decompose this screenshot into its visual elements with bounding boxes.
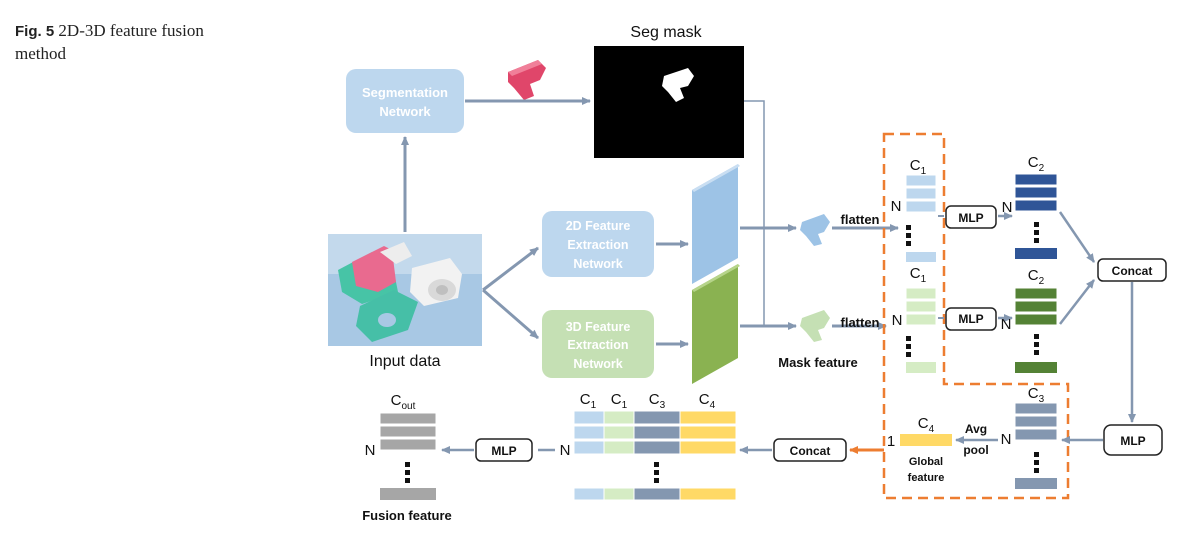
mlp-label-right: MLP — [1120, 434, 1145, 448]
seg-mask-shape — [662, 68, 694, 102]
one-label-global: 1 — [887, 433, 895, 450]
seg-mask-image — [594, 46, 744, 158]
fusion-feature-label: Fusion feature — [362, 508, 452, 523]
feature2d-network-label-1: 2D Feature — [566, 219, 631, 233]
orange-dashed-region — [882, 132, 1070, 500]
fused-matrix — [573, 410, 737, 501]
avg-pool-label-2: pool — [963, 443, 988, 457]
seg-mask-title: Seg mask — [630, 24, 702, 41]
segmentation-network-box — [346, 69, 464, 133]
segmentation-network-label-2: Network — [379, 104, 431, 119]
figure-caption-text: 2D-3D feature fusion method — [15, 21, 204, 63]
c2-green-label: C2 — [1028, 267, 1045, 287]
n-label-c1-blue: N — [891, 198, 902, 215]
mlp-box-upper-2d — [945, 205, 997, 229]
c1-blue-label: C1 — [910, 157, 927, 177]
avg-pool-label-1: Avg — [965, 422, 987, 436]
n-label-c1-green: N — [892, 312, 903, 329]
concat-box-right — [1097, 258, 1167, 282]
arrow-c2-blue-to-concat — [1058, 211, 1096, 263]
feature3d-network-label-1: 3D Feature — [566, 320, 631, 334]
feature2d-network-label-2: Extraction — [567, 238, 628, 252]
feature3d-network-label-2: Extraction — [567, 338, 628, 352]
mlp-label-bottom: MLP — [491, 444, 516, 458]
feature2d-network-box — [542, 211, 654, 277]
arrow-input-to-3d — [482, 288, 539, 340]
c2-blue-stack — [1014, 173, 1058, 259]
mask-feature-icon-2d — [800, 214, 830, 246]
segmentation-network-label-1: Segmentation — [362, 85, 448, 100]
arrow-c2-green-to-concat — [1059, 279, 1095, 325]
c1-green-stack — [905, 287, 937, 373]
input-data-image — [328, 234, 482, 346]
mlp-label-upper-2d: MLP — [958, 211, 983, 225]
feature3d-network-box — [542, 310, 654, 378]
mlp-label-upper-3d: MLP — [958, 312, 983, 326]
c4-label-global: C4 — [918, 415, 935, 435]
n-label-c3: N — [1001, 431, 1012, 448]
mask-feature-icon-3d — [800, 310, 830, 342]
flatten-label-3d: flatten — [841, 315, 880, 330]
input-data-label: Input data — [369, 353, 440, 370]
c2-blue-label: C2 — [1028, 154, 1045, 174]
concat-label-bottom: Concat — [790, 444, 831, 458]
n-label-c2-blue: N — [1002, 199, 1013, 216]
cout-label: Cout — [391, 392, 416, 412]
n-label-cout: N — [365, 442, 376, 459]
concat-label-right: Concat — [1112, 264, 1153, 278]
fused-c4-label: C4 — [699, 391, 716, 411]
figure-caption: Fig. 5 2D-3D feature fusion method — [15, 20, 255, 65]
n-label-c2-green: N — [1001, 316, 1012, 333]
feature-map-2d — [692, 164, 738, 284]
feature3d-network-label-3: Network — [573, 357, 622, 371]
global-feature-label-1: Global — [909, 456, 943, 468]
segmented-part-icon — [508, 60, 546, 100]
fused-c3-label: C3 — [649, 391, 666, 411]
c3-stack-right — [1014, 402, 1058, 489]
arrow-input-to-2d — [482, 246, 539, 292]
mlp-box-bottom — [475, 438, 533, 462]
global-feature-label-2: feature — [908, 472, 945, 484]
global-feature-bar — [900, 434, 952, 446]
c1-green-label: C1 — [910, 265, 927, 285]
figure-label: Fig. 5 — [15, 23, 55, 40]
mask-connector-line — [744, 100, 770, 327]
mlp-box-upper-3d — [945, 307, 997, 331]
feature2d-network-label-3: Network — [573, 257, 622, 271]
concat-box-bottom — [773, 438, 847, 462]
feature-map-3d — [692, 264, 738, 384]
flatten-label-2d: flatten — [841, 212, 880, 227]
c1-blue-stack — [905, 174, 937, 262]
fused-c1-label-b: C1 — [611, 391, 628, 411]
cout-stack — [379, 412, 437, 500]
mask-feature-label: Mask feature — [778, 355, 857, 370]
n-label-fused: N — [560, 442, 571, 459]
fused-c1-label-a: C1 — [580, 391, 597, 411]
mlp-box-right — [1103, 424, 1163, 456]
c2-green-stack — [1014, 287, 1058, 373]
c3-label-right: C3 — [1028, 385, 1045, 405]
